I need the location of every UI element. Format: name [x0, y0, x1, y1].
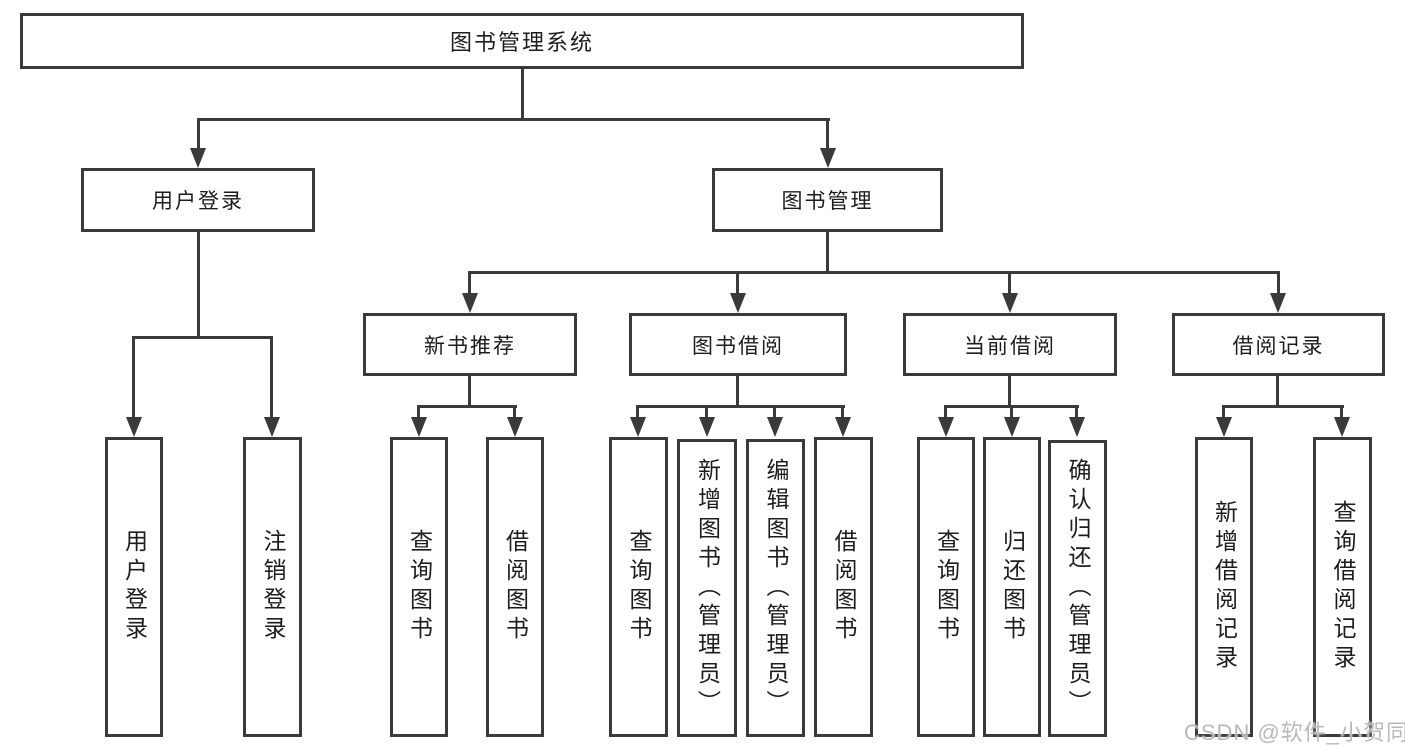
leaf-query-books-recommend: 查询图书 — [390, 437, 448, 737]
connector-line — [944, 408, 947, 420]
connector-line — [132, 339, 135, 419]
arrow-head — [1069, 417, 1085, 437]
node-label: 图书借阅 — [692, 334, 784, 358]
node-label: 新书推荐 — [424, 334, 516, 358]
node-book-management: 图书管理 — [712, 168, 943, 232]
leaf-label: 新增图书（管理员） — [694, 457, 721, 719]
leaf-add-borrow-record: 新增借阅记录 — [1195, 437, 1253, 737]
arrow-head — [835, 417, 851, 437]
arrow-head — [767, 417, 783, 437]
connector-line — [1010, 408, 1013, 420]
connector-line — [1008, 274, 1011, 296]
connector-line — [1277, 274, 1280, 296]
arrow-head — [190, 148, 206, 168]
node-label: 用户登录 — [152, 190, 244, 213]
connector-line — [1340, 408, 1343, 420]
node-user-login: 用户登录 — [81, 168, 315, 232]
leaf-label: 编辑图书（管理员） — [763, 457, 789, 719]
connector-line — [1276, 376, 1279, 405]
leaf-label: 查询图书 — [406, 529, 433, 645]
leaf-borrow-books: 借阅图书 — [814, 437, 873, 737]
arrow-head — [507, 417, 523, 437]
leaf-label: 查询图书 — [626, 529, 652, 645]
connector-line — [736, 376, 739, 405]
connector-line — [417, 405, 517, 408]
node-new-book-recommend: 新书推荐 — [363, 313, 577, 376]
leaf-label: 查询借阅记录 — [1330, 500, 1356, 674]
leaf-label: 新增借阅记录 — [1211, 500, 1238, 674]
node-book-borrow: 图书借阅 — [629, 313, 847, 376]
connector-line — [736, 274, 739, 296]
csdn-watermark: CSDN @软件_小贺同学 — [1184, 720, 1405, 745]
arrow-head — [730, 293, 746, 313]
leaf-return-books: 归还图书 — [983, 437, 1041, 737]
leaf-label: 借阅图书 — [831, 529, 857, 645]
arrow-head — [264, 417, 280, 437]
leaf-add-books-admin: 新增图书（管理员） — [677, 439, 737, 737]
leaf-query-books-borrow: 查询图书 — [609, 437, 668, 737]
leaf-label: 确认归还（管理员） — [1065, 458, 1091, 719]
connector-line — [944, 405, 1079, 408]
node-label: 图书管理系统 — [449, 30, 594, 55]
node-label: 借阅记录 — [1232, 334, 1325, 358]
connector-line — [521, 69, 524, 118]
connector-line — [1222, 408, 1225, 420]
arrow-head — [1002, 293, 1018, 313]
arrow-head — [820, 148, 836, 168]
arrow-head — [126, 417, 142, 437]
arrow-head — [411, 417, 427, 437]
connector-line — [1075, 408, 1078, 420]
connector-line — [468, 376, 471, 405]
connector-line — [197, 121, 200, 151]
connector-line — [841, 408, 844, 420]
connector-line — [636, 408, 639, 420]
leaf-label: 查询图书 — [933, 529, 960, 645]
connector-line — [773, 408, 776, 420]
node-borrow-records: 借阅记录 — [1172, 313, 1385, 376]
leaf-label: 用户登录 — [121, 529, 148, 645]
arrow-head — [699, 417, 715, 437]
leaf-logout: 注销登录 — [243, 437, 302, 737]
node-library-management-system: 图书管理系统 — [20, 13, 1024, 69]
arrow-head — [1270, 293, 1286, 313]
arrow-head — [462, 293, 478, 313]
leaf-query-books-current: 查询图书 — [917, 437, 975, 737]
connector-line — [705, 408, 708, 420]
connector-line — [468, 274, 471, 296]
connector-line — [1222, 405, 1344, 408]
connector-line — [197, 232, 200, 336]
leaf-label: 归还图书 — [999, 529, 1026, 645]
leaf-label: 注销登录 — [260, 529, 286, 645]
node-current-borrow: 当前借阅 — [903, 313, 1117, 376]
connector-line — [636, 405, 845, 408]
arrow-head — [938, 417, 954, 437]
connector-line — [270, 339, 273, 419]
leaf-label: 借阅图书 — [502, 529, 529, 645]
arrow-head — [1004, 417, 1020, 437]
leaf-query-borrow-record: 查询借阅记录 — [1313, 437, 1372, 737]
leaf-confirm-return-admin: 确认归还（管理员） — [1048, 440, 1107, 737]
leaf-borrow-books-recommend: 借阅图书 — [486, 437, 544, 737]
connector-line — [1008, 376, 1011, 405]
arrow-head — [630, 417, 646, 437]
connector-line — [417, 408, 420, 420]
leaf-user-login: 用户登录 — [105, 437, 163, 737]
node-label: 图书管理 — [781, 190, 874, 213]
arrow-head — [1216, 417, 1232, 437]
connector-line — [826, 121, 829, 151]
connector-line — [132, 336, 273, 339]
connector-line — [513, 408, 516, 420]
node-label: 当前借阅 — [964, 334, 1056, 358]
connector-line — [826, 232, 829, 271]
connector-line — [197, 118, 830, 121]
arrow-head — [1334, 417, 1350, 437]
connector-line — [468, 271, 1280, 274]
leaf-edit-books-admin: 编辑图书（管理员） — [746, 439, 805, 737]
